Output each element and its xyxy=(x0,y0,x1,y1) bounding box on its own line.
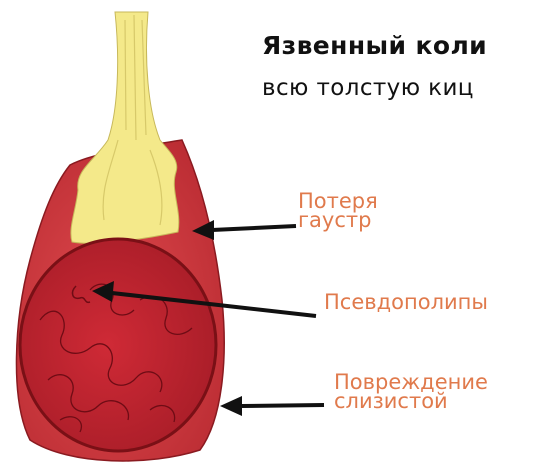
lumen-face xyxy=(20,239,216,451)
callout-pseudopolyps: Псевдополипы xyxy=(324,293,488,312)
callout-text: гаустр xyxy=(298,211,378,230)
title-line-2: всю толстую киц xyxy=(262,75,474,101)
callout-text: Псевдополипы xyxy=(324,293,488,312)
callout-text: слизистой xyxy=(334,392,488,411)
title-line-1: Язвенный коли xyxy=(262,31,487,60)
callout-mucosal-damage: Повреждение слизистой xyxy=(334,373,488,411)
arrow-mucosal-damage xyxy=(220,396,324,416)
callout-haustra-loss: Потеря гаустр xyxy=(298,192,378,230)
